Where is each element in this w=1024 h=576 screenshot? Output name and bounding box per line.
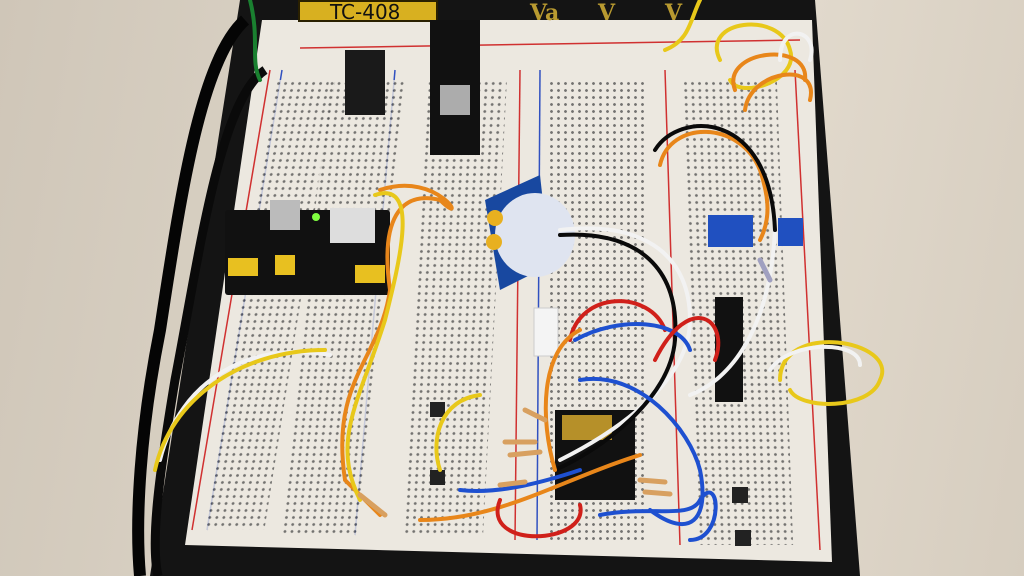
- sensor-module: [708, 215, 753, 247]
- model-label: TC-408: [298, 0, 438, 22]
- black-cable: [150, 66, 268, 576]
- resistors: [357, 257, 773, 518]
- potentiometer: [486, 234, 502, 250]
- pir-dome: [495, 193, 575, 277]
- potentiometer: [487, 210, 503, 226]
- esp01-module: [345, 50, 385, 115]
- black-cable: [132, 15, 250, 576]
- header-pins: [440, 85, 470, 115]
- push-button[interactable]: [735, 530, 751, 546]
- push-button[interactable]: [430, 470, 445, 485]
- jumper-wires: [153, 0, 885, 542]
- barrel-jack: [330, 208, 375, 243]
- power-led: [312, 213, 320, 221]
- terminal-label: V: [598, 0, 616, 26]
- push-button[interactable]: [430, 402, 445, 417]
- jumper: [228, 258, 258, 276]
- terminal-label: Va: [530, 0, 560, 26]
- terminal-label: V: [665, 0, 683, 26]
- dht-sensor: [533, 307, 559, 357]
- jumper: [275, 255, 295, 275]
- push-button[interactable]: [732, 487, 748, 503]
- jumper: [355, 265, 385, 283]
- sensor-module: [778, 218, 803, 246]
- usb-port: [270, 200, 300, 230]
